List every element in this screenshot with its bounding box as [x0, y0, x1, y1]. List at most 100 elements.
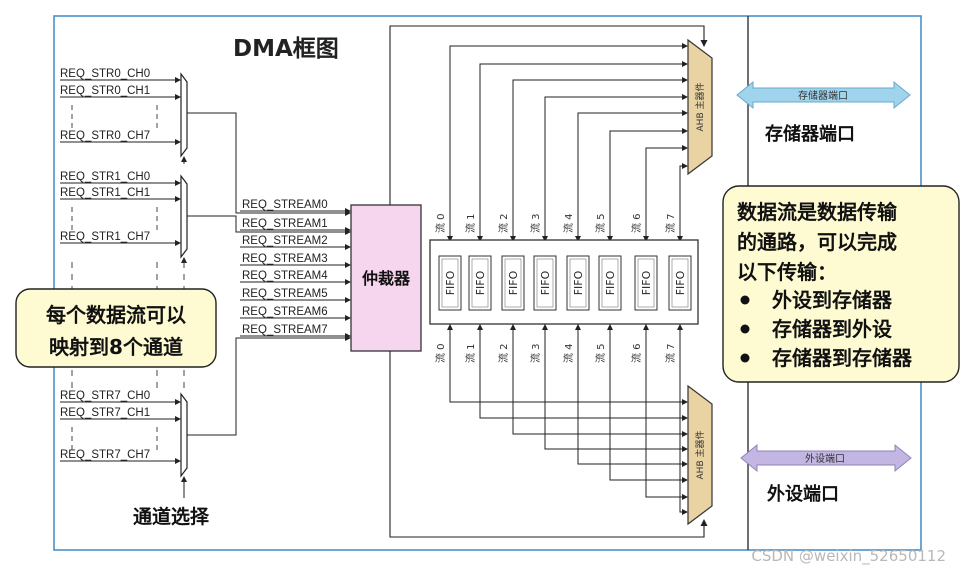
bullet-text: 存储器到外设: [772, 317, 892, 341]
stream-to-memory-line: [479, 61, 688, 240]
flow-label-top: 流 5: [594, 213, 607, 233]
callout-right: [722, 185, 960, 383]
stream-to-peripheral-line: [645, 324, 688, 500]
fifo-label: FIFO: [604, 270, 617, 295]
stream-to-memory-line: [512, 77, 688, 240]
stream-to-memory-line: [645, 145, 688, 240]
callout-right-line1: 数据流是数据传输: [737, 200, 898, 224]
channel-label: REQ_STR7_CH0: [60, 390, 150, 402]
fifo-inner: [671, 258, 689, 308]
stream-label: REQ_STREAM4: [242, 270, 328, 282]
flow-label-bottom: 流 2: [497, 343, 510, 363]
stream-to-peripheral-line: [679, 324, 688, 515]
channel-select-label: 通道选择: [133, 505, 210, 528]
fifo-label: FIFO: [539, 270, 552, 295]
channel-label: REQ_STR7_CH1: [60, 407, 150, 419]
flow-label-top: 流 6: [630, 213, 643, 233]
callout-right-line3: 以下传输：: [737, 260, 837, 284]
flow-label-top: 流 7: [664, 213, 677, 233]
channel-groups: REQ_STR0_CH0REQ_STR0_CH1REQ_STR0_CH7REQ_…: [60, 68, 351, 498]
memory-port-arrow: [736, 80, 911, 110]
fifo-label: FIFO: [444, 270, 457, 295]
flow-label-bottom: 流 7: [664, 343, 677, 363]
stream-to-peripheral-line: [577, 324, 688, 467]
ahb-label-peripheral: AHB 主器件: [694, 431, 706, 480]
flow-label-bottom: 流 6: [630, 343, 643, 363]
mux-output-line: [187, 335, 351, 436]
flow-label-bottom: 流 1: [464, 343, 477, 363]
fifo-box: [533, 255, 557, 311]
bus-lines: 流 0流 0流 1流 1流 2流 2流 3流 3流 4流 4流 5流 5流 6流…: [389, 25, 708, 538]
stream-to-peripheral-line: [512, 324, 688, 437]
fifo-label: FIFO: [474, 270, 487, 295]
fifo-box: [501, 255, 525, 311]
fifo-label: FIFO: [572, 270, 585, 295]
ahb-master-peripheral: [687, 384, 713, 526]
channel-mux: [180, 174, 188, 259]
flow-label-bottom: 流 3: [529, 343, 542, 363]
flow-label-bottom: 流 4: [562, 343, 575, 363]
fifo-box: [438, 255, 462, 311]
flow-label-bottom: 流 0: [434, 343, 447, 363]
bus-arbiter-to-peripheral: [389, 351, 708, 538]
channel-label: REQ_STR1_CH0: [60, 171, 150, 183]
diagram-title: DMA框图: [233, 36, 339, 62]
stream-to-peripheral-line: [609, 324, 688, 483]
stream-label: REQ_STREAM2: [242, 235, 328, 247]
stream-to-memory-line: [577, 110, 688, 240]
stream-lines: REQ_STREAM0REQ_STREAM1REQ_STREAM2REQ_STR…: [240, 199, 351, 339]
fifo-label: FIFO: [507, 270, 520, 295]
memory-port-arrow-label: 存储器端口: [798, 89, 848, 102]
peripheral-port-label: 外设端口: [767, 483, 839, 505]
fifo-inner: [637, 258, 655, 308]
stream-label: REQ_STREAM6: [242, 306, 328, 318]
fifo-label: FIFO: [674, 270, 687, 295]
channel-label: REQ_STR0_CH1: [60, 85, 150, 97]
channel-label: REQ_STR0_CH7: [60, 130, 150, 142]
flow-label-top: 流 0: [434, 213, 447, 233]
channel-label: REQ_STR1_CH1: [60, 187, 150, 199]
fifo-inner: [504, 258, 522, 308]
fifo-label: FIFO: [640, 270, 653, 295]
channel-label: REQ_STR7_CH7: [60, 449, 150, 461]
stream-to-memory-line: [609, 128, 688, 240]
bullet-dot: [740, 353, 750, 363]
fifo-box: [566, 255, 590, 311]
stream-to-peripheral-line: [449, 324, 688, 405]
flow-label-top: 流 3: [529, 213, 542, 233]
fifo-inner: [471, 258, 489, 308]
stream-to-memory-line: [679, 163, 688, 240]
peripheral-port-arrow: [740, 443, 912, 473]
stream-label: REQ_STREAM5: [242, 288, 328, 300]
channel-mux: [180, 392, 188, 478]
fifo-inner: [569, 258, 587, 308]
bus-arbiter-to-memory: [389, 25, 708, 205]
stream-to-memory-line: [544, 94, 688, 240]
bullet-dot: [740, 295, 750, 305]
callout-left: [15, 288, 217, 368]
stream-label: REQ_STREAM3: [242, 253, 328, 265]
fifo-box: [668, 255, 692, 311]
flow-label-bottom: 流 5: [594, 343, 607, 363]
stream-to-memory-line: [449, 43, 688, 240]
mux-output-line: [187, 215, 351, 235]
fifo-box: [468, 255, 492, 311]
flow-label-top: 流 1: [464, 213, 477, 233]
stream-label: REQ_STREAM0: [242, 199, 328, 211]
fifo-box: [598, 255, 622, 311]
channel-label: REQ_STR0_CH0: [60, 68, 150, 80]
callout-right-line2: 的通路，可以完成: [737, 230, 897, 254]
stream-label: REQ_STREAM7: [242, 324, 328, 336]
mux-output-line: [187, 112, 351, 216]
fifo-inner: [536, 258, 554, 308]
bullet-text: 外设到存储器: [772, 288, 893, 312]
flow-label-top: 流 2: [497, 213, 510, 233]
fifo-inner: [441, 258, 459, 308]
arbiter-box: [350, 204, 422, 352]
fifo-inner: [601, 258, 619, 308]
peripheral-port-arrow-label: 外设端口: [805, 452, 845, 465]
bullet-text: 存储器到存储器: [772, 346, 913, 370]
